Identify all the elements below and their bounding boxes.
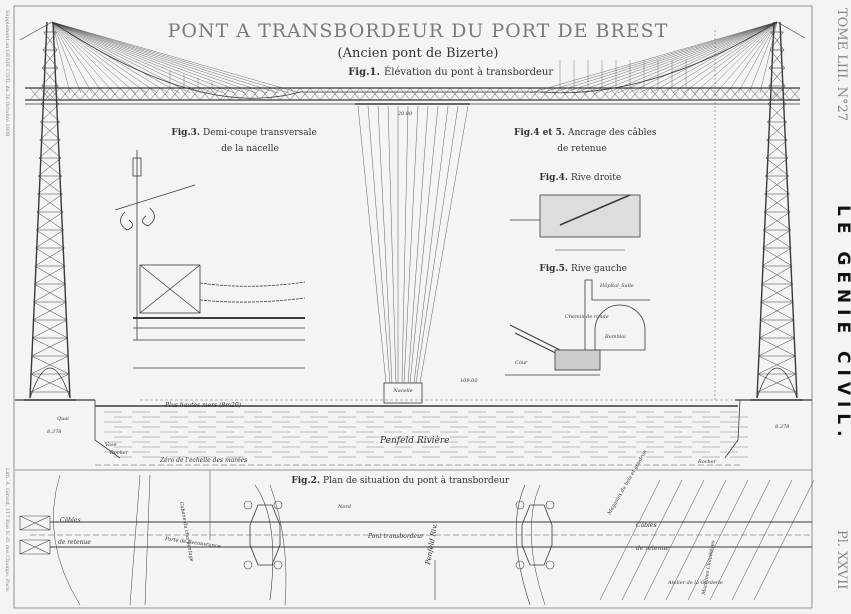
printer-note: Lith. A. Girard, 117 Rue N.-D. des Champ… <box>4 468 10 592</box>
plate-title: PONT A TRANSBORDEUR DU PORT DE BREST <box>168 20 669 42</box>
pont-label: Pont transbordeur <box>367 533 425 540</box>
vase-label: Vase <box>105 442 117 448</box>
rock-right-label: Rocher <box>697 459 717 465</box>
journal-title: LE GÉNIE CIVIL. <box>833 205 851 443</box>
fig3-caption-2: de la nacelle <box>221 144 279 154</box>
nacelle-hangers <box>140 30 790 401</box>
fig4-number: Fig.4. <box>539 173 568 183</box>
nord-label: Nord <box>337 504 351 510</box>
deck-width-dimension: 20.80 <box>397 111 413 117</box>
span-dimension: 109.00 <box>460 378 478 384</box>
plate-number: Pl. XXVII <box>834 530 849 589</box>
fig3-caption-1: Demi-coupe transversale <box>203 128 317 138</box>
bridge-towers <box>24 21 803 401</box>
fig5-caption: Rive gauche <box>571 264 627 274</box>
cables-left-label-2: de retenue <box>58 539 91 546</box>
cour-label: Cour <box>515 360 528 366</box>
fig45-caption-2: de retenue <box>557 144 606 154</box>
fig1-number: Fig.1. <box>348 67 380 78</box>
nacelle-box <box>383 382 423 404</box>
fig2-number: Fig.2. <box>291 476 320 486</box>
cables-right-label-1: Câbles <box>636 522 657 529</box>
atelier-label: Atelier de la Corderie <box>667 580 723 586</box>
fig3-number: Fig.3. <box>171 128 200 138</box>
fig5-anchor-drawing <box>505 279 650 376</box>
supplement-note: Supplément au GÉNIE CIVIL du 26 Octobre … <box>4 10 12 136</box>
fig3-nacelle-section <box>114 150 306 369</box>
nacelle-label: Nacelle <box>392 388 412 394</box>
river-label: Penfeld Rivière <box>379 435 450 446</box>
dim-left: 8.378 <box>47 429 61 435</box>
hospital-label: Hôpital_Salle <box>599 282 634 289</box>
dim-right: 8.378 <box>775 424 789 430</box>
fig4-anchor-drawing <box>510 194 641 251</box>
fig5-number: Fig.5. <box>539 264 568 274</box>
remblai-label: Remblai <box>604 334 626 340</box>
tide-zero-label: Zéro de l'échelle des marées <box>159 457 247 464</box>
suspension-cables <box>19 21 806 99</box>
plate-border <box>13 5 813 609</box>
fig45-caption-1: Ancrage des câbles <box>567 127 657 138</box>
fig4-caption: Rive droite <box>571 173 621 183</box>
quay-label: Quai <box>57 416 69 422</box>
volume-label: TOME LIII. N°27 <box>834 8 849 121</box>
river-water <box>15 399 812 466</box>
fig1-caption: Élévation du pont à transbordeur <box>384 66 553 78</box>
cables-left-label-1: Câbles <box>60 517 81 524</box>
fig45-number: Fig.4 et 5. <box>514 128 565 138</box>
high-tide-label: Plus hautes mers (8m20) <box>164 402 242 409</box>
plate-subtitle: (Ancien pont de Bizerte) <box>338 46 499 61</box>
rock-left-label: Rocher <box>109 450 129 456</box>
fig2-caption: Plan de situation du pont à transbordeur <box>323 475 510 486</box>
cables-right-label-2: de retenue <box>636 545 669 552</box>
chemin-label: Chemin de ronde <box>565 314 609 320</box>
site-plan <box>15 469 815 606</box>
